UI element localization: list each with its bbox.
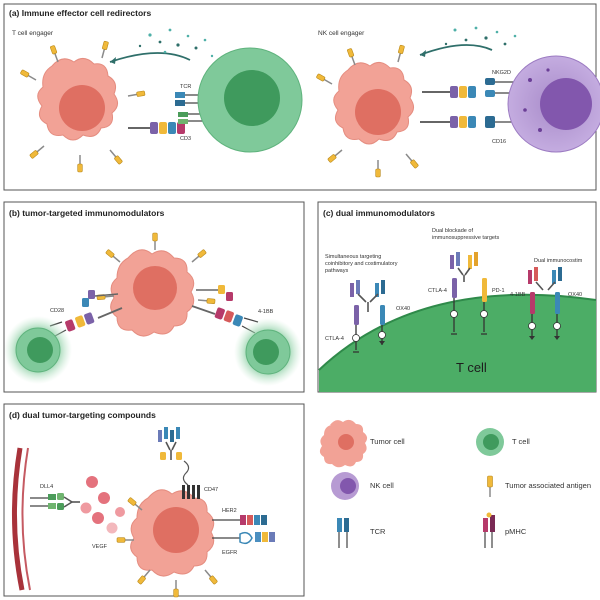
tumor-cell-a-right: [333, 62, 414, 145]
legend-pmhc-label: pMHC: [505, 527, 527, 536]
legend-pmhc: pMHC: [483, 512, 527, 548]
legend-nk-cell-label: NK cell: [370, 481, 394, 490]
legend-t-cell-label: T cell: [512, 437, 530, 446]
panel-b-title: (b) tumor-targeted immunomodulators: [9, 208, 165, 218]
antigen-binder-b-right: [196, 285, 233, 301]
legend-tumor-antigen-label: Tumor associated antigen: [505, 481, 591, 490]
dual-immunocostim-label: Dual immunocostim: [534, 258, 583, 264]
cd16-label: CD16: [492, 139, 506, 145]
panel-d: (d) dual tumor-targeting compounds DLL4: [3, 403, 305, 598]
nkg2d-label: NKG2D: [492, 70, 511, 76]
egfr-receptor: [212, 531, 275, 545]
legend-tumor-antigen: Tumor associated antigen: [487, 475, 591, 497]
blood-vessel: [12, 447, 31, 591]
ctla4-ox40-bispecific: [350, 280, 386, 353]
cd47-receptor: [182, 460, 200, 499]
ctla4-pd1-bispecific: [450, 252, 488, 335]
dll4-receptor: [30, 494, 56, 509]
legend-tcr-label: TCR: [370, 527, 386, 536]
legend-tumor-cell: Tumor cell: [319, 419, 405, 468]
panel-a-title: (a) Immune effector cell redirectors: [9, 8, 151, 18]
cd47-label: CD47: [204, 487, 218, 493]
simultaneous-line-3: pathways: [325, 268, 348, 274]
dual-blockade-line-2: immunosuppressive targets: [432, 235, 500, 241]
legend-tumor-cell-label: Tumor cell: [370, 437, 405, 446]
cd28-bispecific: [49, 307, 123, 337]
pd1-label: PD-1: [492, 288, 505, 294]
antigen-binder-b-left: [82, 290, 119, 307]
ox40-label-right: OX40: [568, 292, 582, 298]
t-cell-b-left: [4, 316, 72, 384]
t-cell-engager-label: T cell engager: [12, 30, 54, 37]
dll4-label: DLL4: [40, 484, 53, 490]
legend-t-cell: T cell: [476, 428, 530, 456]
ctla4-label-left: CTLA-4: [325, 336, 344, 342]
tumor-cell-d: [130, 489, 215, 577]
dll4-vegf-bispecific: [57, 493, 80, 510]
ox40-label-left: OX40: [396, 306, 410, 312]
41bb-ox40-bispecific: [528, 267, 562, 340]
nk-cell-engager-label: NK cell engager: [318, 30, 365, 37]
t-cell-b-right: [234, 318, 302, 386]
cd3-label: CD3: [180, 136, 191, 142]
tcr-label: TCR: [180, 84, 191, 90]
t-cell-engager-molecule: [128, 122, 185, 134]
panel-b: (b) tumor-targeted immunomodulators CD28: [3, 201, 305, 393]
t-cell-membrane: [318, 293, 597, 392]
tumor-cell-a-left: [37, 58, 118, 141]
vegf-label: VEGF: [92, 544, 108, 550]
vegf-molecules: [80, 476, 125, 534]
legend-nk-cell: NK cell: [331, 472, 394, 500]
nk-engager-molecule-lower: [420, 116, 515, 128]
panel-a: (a) Immune effector cell redirectors T c…: [3, 3, 600, 191]
nk-cell-a: [507, 55, 600, 153]
simultaneous-line-2: coinhibitory and costimulatory: [325, 261, 398, 267]
t-cell-a: [197, 47, 303, 153]
simultaneous-line-1: Simultaneous targeting: [325, 254, 381, 260]
her2-label: HER2: [222, 508, 237, 514]
panel-c: (c) dual immunomodulators Simultaneous t…: [317, 201, 597, 393]
legend-tcr: TCR: [337, 518, 386, 548]
ctla4-label-middle: CTLA-4: [428, 288, 447, 294]
t-cell-membrane-label: T cell: [456, 360, 487, 375]
41bb-label: 4-1BB: [258, 309, 274, 315]
panel-c-title: (c) dual immunomodulators: [323, 208, 435, 218]
panel-d-title: (d) dual tumor-targeting compounds: [9, 410, 156, 420]
cd47-bispecific: [158, 427, 182, 460]
cytokine-release-a-right: [419, 26, 517, 57]
cd28-label: CD28: [50, 308, 64, 314]
tumor-cell-b: [110, 249, 195, 337]
legend: Tumor cell T cell NK cell Tumor associat…: [319, 419, 591, 548]
cytokine-release-a-left: [109, 28, 214, 64]
nk-engager-molecule-upper: [422, 78, 515, 98]
dual-blockade-line-1: Dual blockade of: [432, 228, 473, 234]
egfr-label: EGFR: [222, 550, 237, 556]
41bb-label-c: 4-1BB: [510, 292, 526, 298]
her2-receptor: [212, 515, 267, 525]
